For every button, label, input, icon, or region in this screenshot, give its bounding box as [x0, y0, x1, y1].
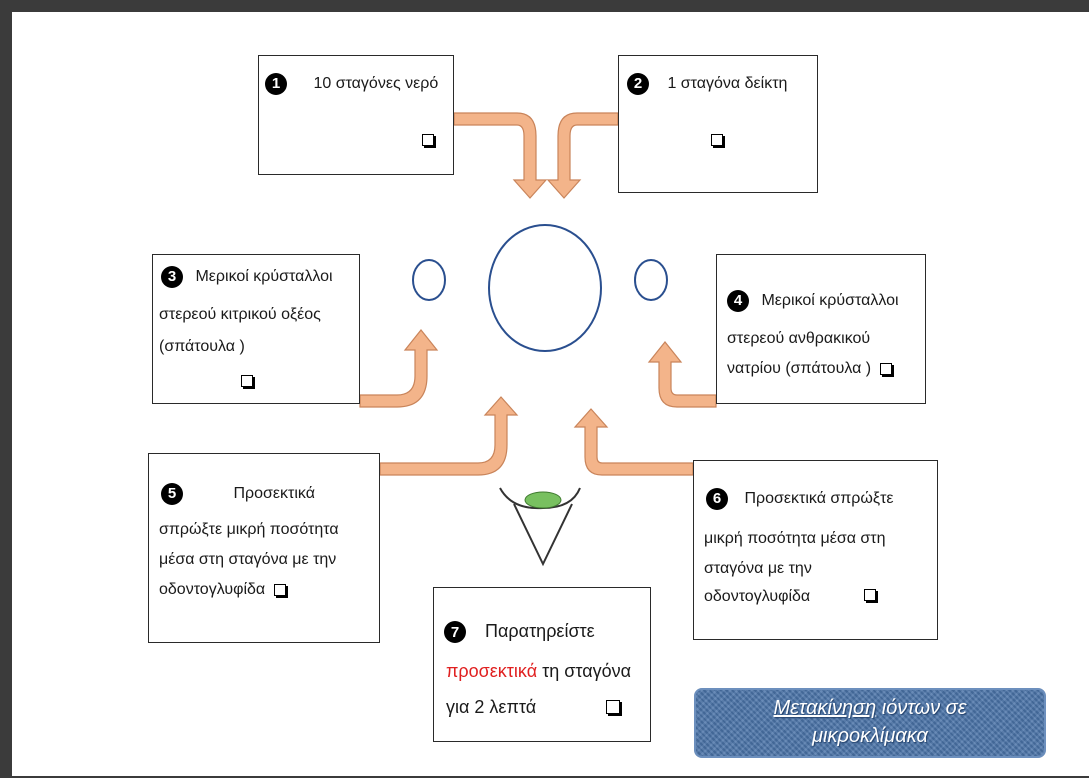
step-1-checkbox[interactable]	[422, 134, 434, 146]
step-7-highlight: προσεκτικά	[446, 661, 538, 681]
step-5-line-4: οδοντογλυφίδα	[159, 581, 266, 598]
step-2-text: 1 σταγόνα δείκτη	[667, 75, 788, 92]
step-7-line-2: τη σταγόνα	[537, 661, 632, 681]
droplet-right-circle	[634, 259, 668, 301]
step-1-text: 10 σταγόνες νερό	[313, 75, 439, 92]
step-4-checkbox[interactable]	[879, 362, 892, 375]
eye-icon	[499, 487, 581, 567]
step-4-line-1: Μερικοί κρύσταλλοι	[761, 292, 899, 309]
step-3-box: 3 Μερικοί κρύσταλλοι στερεού κιτρικού οξ…	[152, 254, 360, 404]
step-4-line-3: νατρίου (σπάτουλα )	[727, 360, 872, 377]
arrow-2	[546, 112, 619, 199]
step-7-line-3: για 2 λεπτά	[446, 697, 537, 717]
step-3-line-2: στερεού κιτρικού οξέος	[159, 306, 321, 323]
step-7-number: 7	[444, 621, 466, 644]
step-1-box: 1 10 σταγόνες νερό	[258, 55, 454, 175]
title-line-2: μικροκλίμακα	[812, 725, 928, 747]
step-6-line-1: Προσεκτικά σπρώξτε	[744, 490, 894, 507]
step-6-checkbox[interactable]	[864, 589, 876, 601]
step-5-number: 5	[161, 482, 183, 505]
step-5-line-2: σπρώξτε μικρή ποσότητα	[159, 521, 339, 538]
title-banner: Μετακίνηση ιόντων σε μικροκλίμακα	[694, 688, 1046, 758]
step-6-line-2: μικρή ποσότητα μέσα στη	[704, 530, 886, 547]
arrow-6	[573, 408, 694, 476]
step-4-box: 4 Μερικοί κρύσταλλοι στερεού ανθρακικού …	[716, 254, 926, 404]
arrow-1	[453, 112, 548, 199]
arrow-3	[359, 329, 439, 408]
step-1-number: 1	[265, 72, 287, 95]
step-5-line-3: μέσα στη σταγόνα με την	[159, 551, 337, 568]
step-3-line-1: Μερικοί κρύσταλλοι	[195, 268, 333, 285]
step-6-box: 6 Προσεκτικά σπρώξτε μικρή ποσότητα μέσα…	[693, 460, 938, 640]
diagram-canvas: 1 10 σταγόνες νερό 2 1 σταγόνα δείκτη 3 …	[12, 12, 1089, 776]
step-2-number: 2	[627, 72, 649, 95]
step-3-number: 3	[161, 265, 183, 288]
step-4-number: 4	[727, 289, 749, 312]
step-5-line-1: Προσεκτικά	[233, 485, 315, 502]
droplet-left-circle	[412, 259, 446, 301]
step-5-checkbox[interactable]	[273, 583, 286, 596]
step-6-number: 6	[706, 487, 728, 510]
step-7-box: 7 Παρατηρείστε προσεκτικά τη σταγόνα για…	[433, 587, 651, 742]
step-6-line-4: οδοντογλυφίδα	[704, 588, 811, 605]
step-7-checkbox[interactable]	[606, 700, 620, 714]
step-3-line-3: (σπάτουλα )	[159, 338, 245, 355]
step-2-checkbox[interactable]	[711, 134, 723, 146]
connector-layer	[359, 112, 717, 567]
arrow-4	[647, 341, 717, 408]
step-5-box: 5 Προσεκτικά σπρώξτε μικρή ποσότητα μέσα…	[148, 453, 380, 643]
step-6-line-3: σταγόνα με την	[704, 560, 812, 577]
step-7-line-1: Παρατηρείστε	[485, 621, 595, 641]
step-2-box: 2 1 σταγόνα δείκτη	[618, 55, 818, 193]
step-4-line-2: στερεού ανθρακικού	[727, 330, 871, 347]
title-part-1: ιόντων σε	[876, 697, 967, 719]
arrow-5	[379, 396, 519, 476]
droplet-center-circle	[488, 224, 602, 352]
step-3-checkbox[interactable]	[241, 375, 253, 387]
title-underlined: Μετακίνηση	[773, 697, 877, 719]
